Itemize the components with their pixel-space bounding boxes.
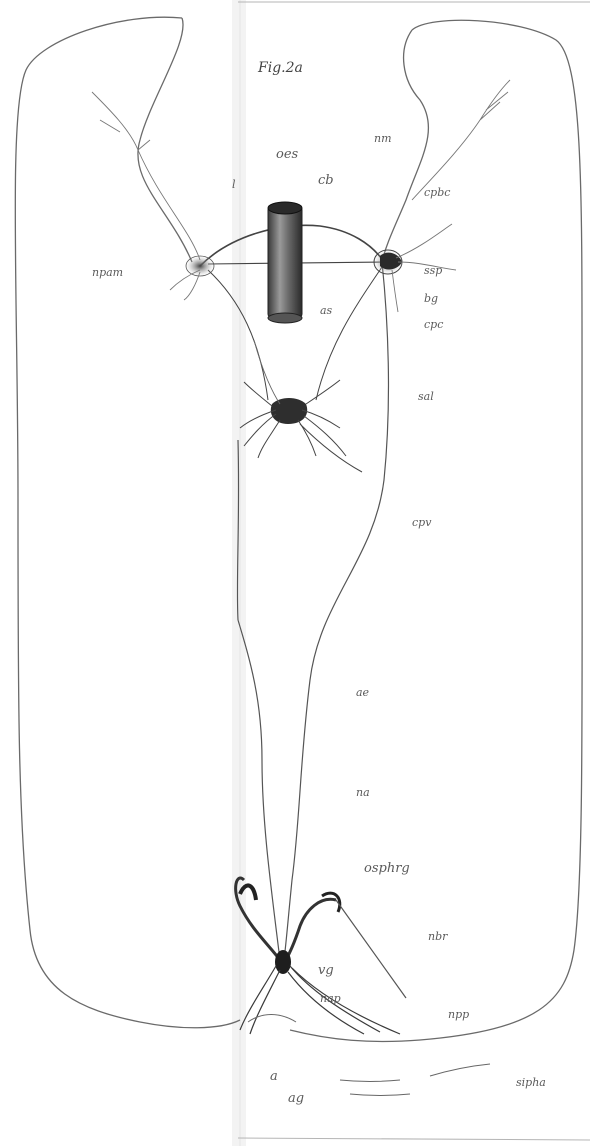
label-a: a [270,1069,278,1084]
label-npp: npp [448,1008,469,1021]
label-cb: cb [318,173,334,188]
label-cpv: cpv [412,516,432,529]
body-outline [15,17,582,1041]
label-vg: vg [318,963,334,978]
label-l: l [232,178,236,191]
label-cpbc: cpbc [424,186,450,199]
label-sipha: sipha [516,1076,546,1089]
right-connective [284,262,388,960]
visceral-ganglia-complex [236,878,406,1034]
label-npam: npam [92,266,123,279]
right-pleural-loop [286,899,336,960]
label-ae: ae [356,686,370,699]
label-as: as [320,304,333,317]
left-lobe-outline [15,17,240,1028]
pedal-ganglia [240,340,362,472]
label-osphrg: osphrg [364,861,410,876]
label-bg: bg [424,292,438,305]
plate-fold [232,0,590,1146]
anal-region [248,1015,490,1096]
label-cpc: cpc [424,318,443,331]
label-na: na [356,786,370,799]
figure-labels: Fig.2a npam oes cb nm l cpbc ssp bg cpc … [92,60,546,1106]
label-nbr: nbr [428,930,448,943]
branchial-nerve [336,900,406,998]
oesophagus-cylinder [268,202,302,323]
visceral-ganglion [275,950,291,974]
visceral-connectives [237,262,388,960]
label-nap: nap [320,992,341,1005]
label-nm: nm [374,132,392,145]
label-ssp: ssp [424,264,442,277]
label-ag: ag [288,1091,304,1106]
label-oes: oes [276,147,299,162]
pedal-ganglion-body [271,398,307,424]
label-sal: sal [418,390,434,403]
figure-title: Fig.2a [257,60,303,76]
left-lobe-inner-edge [138,18,192,262]
right-lobe-inner-edge [382,30,428,262]
